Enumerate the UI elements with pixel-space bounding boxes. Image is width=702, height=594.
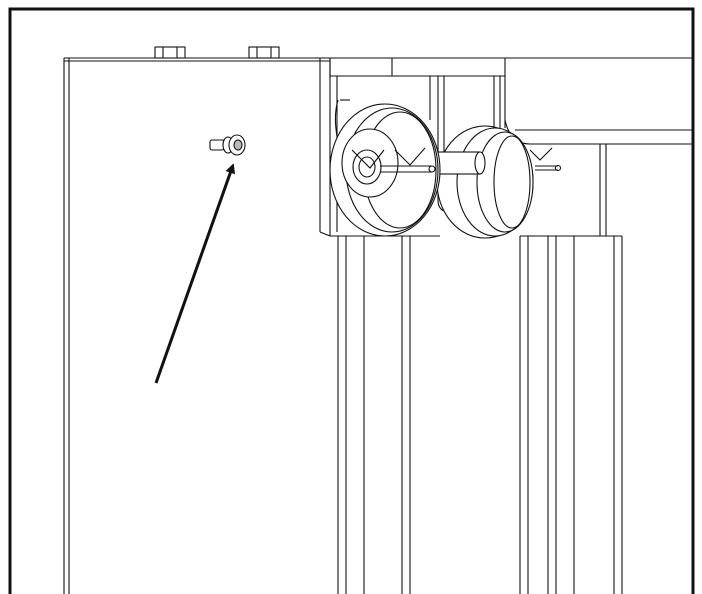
front-pulley — [329, 103, 441, 237]
pointer-arrow — [154, 163, 236, 384]
hitch-pins — [351, 147, 562, 173]
top-nuts — [154, 46, 280, 59]
right-upright — [519, 235, 623, 594]
left-upright — [337, 236, 411, 594]
pulley-guard — [504, 58, 693, 236]
fastener-bolt — [209, 134, 246, 156]
frame-border — [8, 7, 695, 594]
rear-pulley — [436, 125, 534, 239]
side-panel — [63, 58, 331, 594]
